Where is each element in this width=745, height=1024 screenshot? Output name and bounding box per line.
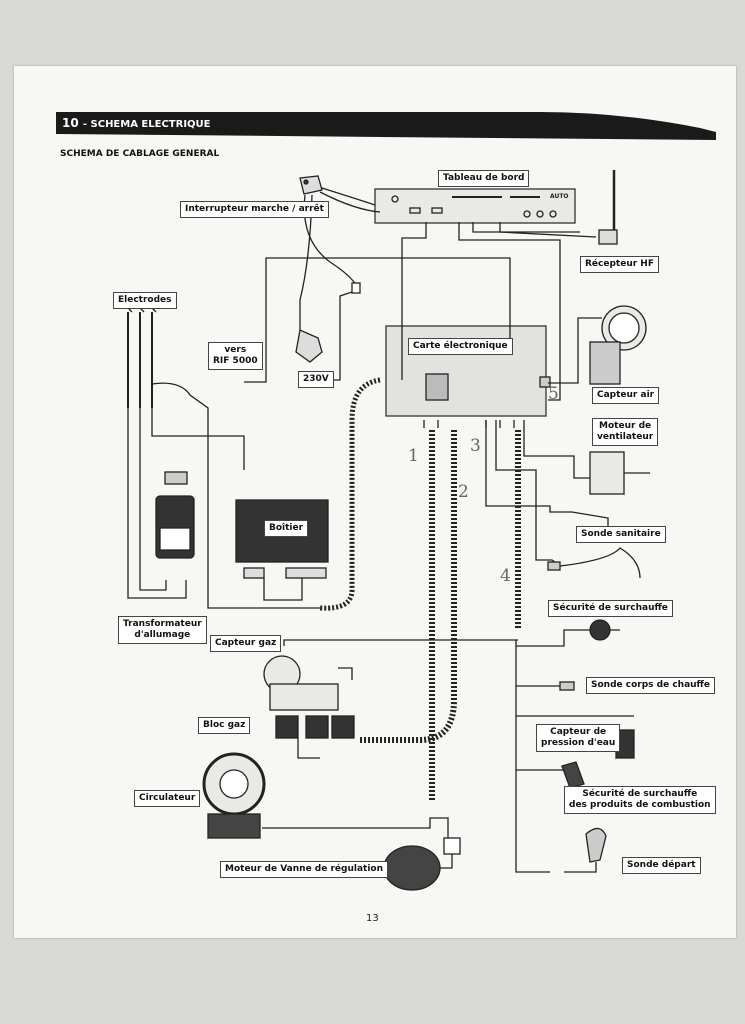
- label-capteur-pression: Capteur de pression d'eau: [536, 724, 621, 752]
- gas-block: [269, 683, 339, 711]
- plug-icon: [295, 329, 323, 363]
- handwritten-1: 1: [408, 446, 419, 466]
- panel-auto-text: AUTO: [550, 193, 569, 200]
- label-pression-line2: pression d'eau: [541, 738, 616, 748]
- label-transfo-line1: Transformateur: [123, 619, 202, 629]
- label-transformateur: Transformateur d'allumage: [118, 616, 207, 644]
- diagram-subtitle: SCHEMA DE CABLAGE GENERAL: [60, 149, 220, 159]
- label-securite-produits: Sécurité de surchauffe des produits de c…: [564, 786, 716, 814]
- label-bloc-gaz: Bloc gaz: [198, 717, 251, 734]
- label-recepteur-hf: Récepteur HF: [580, 256, 659, 273]
- label-moteur-vanne: Moteur de Vanne de régulation: [220, 861, 389, 878]
- label-moteur-line1: Moteur de: [599, 421, 652, 431]
- handwritten-4: 4: [500, 566, 511, 586]
- page-number: 13: [366, 913, 379, 924]
- label-capteur-air: Capteur air: [592, 387, 660, 404]
- label-moteur-line2: ventilateur: [597, 432, 654, 442]
- label-sonde-corps: Sonde corps de chauffe: [586, 677, 715, 694]
- harness-coil-2: [360, 430, 457, 743]
- section-number: 10: [62, 116, 79, 130]
- label-circulateur: Circulateur: [134, 790, 201, 807]
- fan-motor: [589, 451, 625, 495]
- label-sonde-depart: Sonde départ: [622, 857, 701, 874]
- label-vers-line2: RIF 5000: [213, 356, 258, 366]
- label-tableau-de-bord: Tableau de bord: [438, 170, 530, 187]
- section-title: 10 - SCHEMA ELECTRIQUE: [62, 116, 211, 130]
- label-interrupteur: Interrupteur marche / arrêt: [180, 201, 329, 218]
- sanitary-probe: [559, 547, 641, 579]
- handwritten-5: 5: [548, 384, 559, 404]
- overheat-safety: [589, 619, 611, 641]
- flow-probe: [585, 827, 607, 863]
- label-230v: 230V: [298, 371, 334, 388]
- harness-coil-left: [319, 377, 381, 611]
- switch-icon: [299, 175, 323, 195]
- label-sonde-sanitaire: Sonde sanitaire: [576, 526, 666, 543]
- label-vers-line1: vers: [224, 345, 247, 355]
- valve-motor: [383, 845, 441, 891]
- label-moteur-ventilateur: Moteur de ventilateur: [592, 418, 659, 446]
- section-title-text: - SCHEMA ELECTRIQUE: [82, 119, 211, 130]
- label-boitier: Boîtier: [264, 520, 309, 537]
- label-produits-line1: Sécurité de surchauffe: [582, 789, 698, 799]
- label-capteur-gaz: Capteur gaz: [210, 635, 282, 652]
- handwritten-2: 2: [458, 482, 469, 502]
- label-produits-line2: des produits de combustion: [569, 800, 711, 810]
- dashboard-panel: [374, 188, 576, 224]
- label-transfo-line2: d'allumage: [134, 630, 191, 640]
- title-band-shape: [56, 112, 716, 140]
- label-electrodes: Electrodes: [113, 292, 177, 309]
- label-carte-electronique: Carte électronique: [408, 338, 513, 355]
- label-pression-line1: Capteur de: [550, 727, 607, 737]
- handwritten-3: 3: [470, 436, 481, 456]
- label-vers-rif: vers RIF 5000: [208, 342, 263, 370]
- hf-receiver: [598, 229, 618, 245]
- label-securite-surchauffe: Sécurité de surchauffe: [548, 600, 673, 617]
